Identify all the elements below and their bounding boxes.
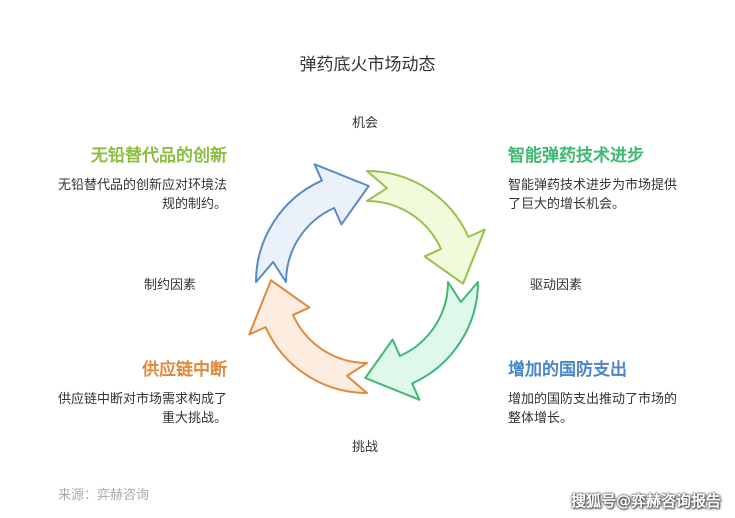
axis-label-constraints: 制约因素 bbox=[144, 278, 197, 293]
text-line: 了巨大的增长机会。 bbox=[508, 197, 626, 212]
text-defense-spending: 增加的国防支出推动了市场的 整体增长。 bbox=[508, 390, 677, 428]
page-title: 弹药底火市场动态 bbox=[299, 55, 436, 75]
heading-smart-ammo-tech: 智能弹药技术进步 bbox=[508, 146, 644, 166]
heading-lead-free-innovation: 无铅替代品的创新 bbox=[91, 146, 227, 166]
text-line: 智能弹药技术进步为市场提供 bbox=[508, 178, 678, 193]
text-smart-ammo-tech: 智能弹药技术进步为市场提供 了巨大的增长机会。 bbox=[508, 176, 677, 214]
text-line: 整体增长。 bbox=[508, 411, 574, 426]
axis-label-drivers: 驱动因素 bbox=[530, 278, 583, 293]
cycle-segment-top-right bbox=[366, 170, 486, 285]
text-line: 供应链中断对市场需求构成了 bbox=[57, 392, 227, 407]
heading-supply-chain-disruption: 供应链中断 bbox=[142, 360, 227, 380]
source-note: 来源：弈赫咨询 bbox=[58, 488, 150, 503]
text-lead-free-innovation: 无铅替代品的创新应对环境法 规的制约。 bbox=[58, 176, 227, 214]
cycle-segment-bottom-right bbox=[364, 281, 479, 401]
cycle-segment-bottom-left bbox=[248, 279, 368, 394]
text-line: 规的制约。 bbox=[161, 197, 227, 212]
axis-label-challenge: 挑战 bbox=[352, 440, 379, 455]
cycle-segment-top-left bbox=[255, 163, 370, 283]
watermark: 搜狐号@弈赫咨询报告 bbox=[570, 492, 721, 510]
heading-defense-spending: 增加的国防支出 bbox=[508, 360, 627, 380]
text-line: 增加的国防支出推动了市场的 bbox=[508, 392, 678, 407]
text-line: 无铅替代品的创新应对环境法 bbox=[57, 178, 227, 193]
axis-label-opportunity: 机会 bbox=[352, 116, 379, 131]
text-supply-chain-disruption: 供应链中断对市场需求构成了 重大挑战。 bbox=[58, 390, 227, 428]
text-line: 重大挑战。 bbox=[161, 411, 227, 426]
